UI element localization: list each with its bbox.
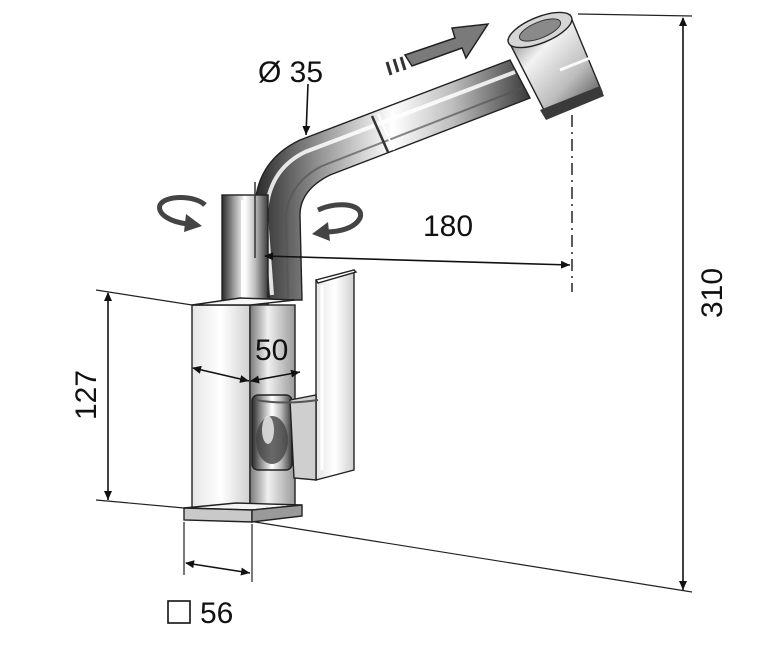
body-width-dimension-line-left bbox=[192, 365, 250, 383]
body-bottom-extension bbox=[95, 499, 185, 509]
reach-label: 180 bbox=[423, 210, 473, 243]
total-height-label: 310 bbox=[696, 268, 729, 318]
lever-handle bbox=[254, 269, 358, 481]
diameter-label: Ø 35 bbox=[258, 56, 323, 89]
body-height-label: 127 bbox=[70, 370, 103, 420]
reach-dimension-line bbox=[264, 252, 571, 269]
spout-arm bbox=[254, 59, 531, 301]
swivel-arrow-icon bbox=[157, 195, 364, 241]
dimension-labels: Ø 35 180 50 127 310 56 bbox=[70, 56, 729, 630]
body-top-extension bbox=[95, 289, 193, 306]
riser-pipe bbox=[221, 194, 269, 308]
body-width-dimension-line-right bbox=[250, 369, 301, 384]
height-top-extension bbox=[577, 13, 693, 17]
base-plate bbox=[183, 502, 303, 523]
dimension-lines bbox=[95, 13, 693, 593]
spray-head bbox=[507, 11, 604, 120]
faucet-illustration bbox=[183, 11, 604, 523]
square-symbol-icon bbox=[167, 600, 191, 624]
diameter-leader bbox=[302, 83, 311, 136]
base-square-label: 56 bbox=[200, 597, 233, 630]
pull-out-arrow-icon bbox=[385, 23, 490, 76]
height-bottom-extension bbox=[254, 521, 693, 593]
base-dimension-line bbox=[185, 560, 251, 576]
faucet-body bbox=[191, 297, 296, 511]
body-width-label: 50 bbox=[255, 334, 288, 367]
